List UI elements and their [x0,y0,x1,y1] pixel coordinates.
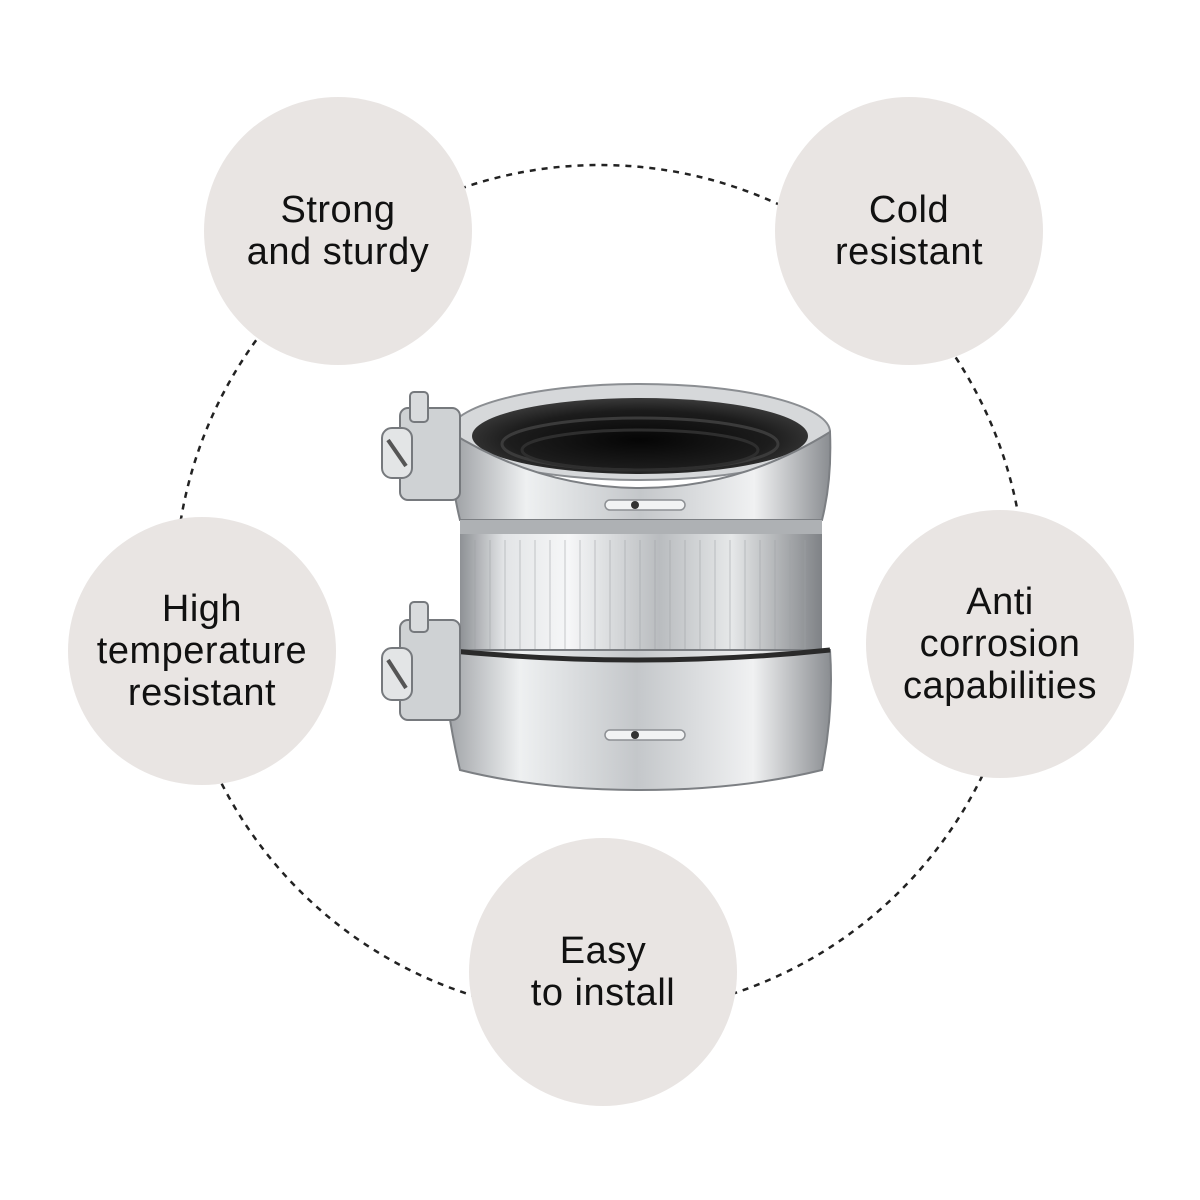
feature-bubble-anti-corrosion: Anti corrosion capabilities [866,510,1134,778]
pipe-coupling-image [381,383,832,792]
feature-label-cold: Cold resistant [834,189,984,273]
feature-label-easy-install: Easy to install [530,930,676,1014]
feature-label-anti-corrosion: Anti corrosion capabilities [903,581,1097,707]
feature-bubble-high-temperature: High temperature resistant [68,517,336,785]
screw-clamp-top [381,391,461,501]
screw-clamp-bottom [381,601,461,721]
feature-bubble-easy-install: Easy to install [469,838,737,1106]
feature-bubble-strong: Strong and sturdy [204,97,472,365]
feature-bubble-cold: Cold resistant [775,97,1043,365]
feature-label-high-temperature: High temperature resistant [96,588,308,714]
feature-label-strong: Strong and sturdy [246,189,430,273]
